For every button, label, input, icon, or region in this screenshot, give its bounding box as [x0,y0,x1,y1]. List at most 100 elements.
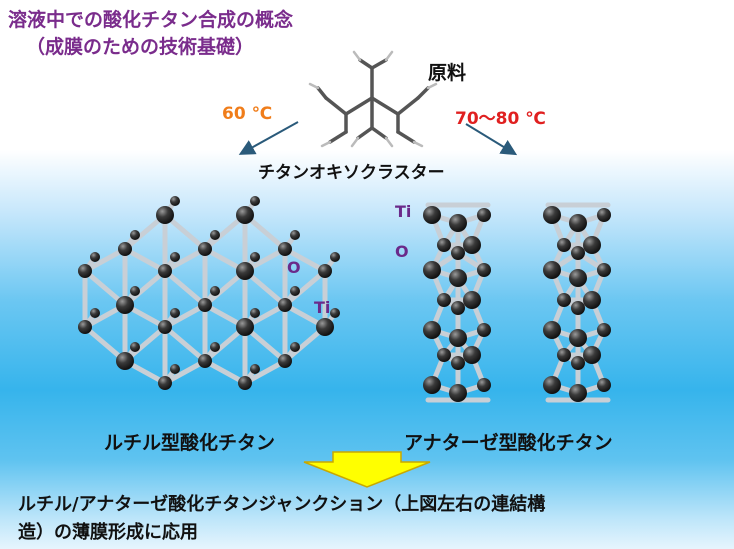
raw-material-hydrogens [308,50,438,148]
anatase-atoms [423,206,611,402]
atom [170,308,180,318]
atom [557,238,571,252]
atom [451,356,465,370]
atom [449,329,467,347]
atom [198,242,212,256]
atom [250,308,260,318]
atom [423,376,441,394]
bond [82,246,128,274]
atom [116,352,134,370]
atom [290,230,300,240]
atom [557,348,571,362]
atom [597,208,611,222]
atom [449,269,467,287]
atom [156,206,174,224]
bond [202,358,248,386]
atom [158,376,172,390]
atom [290,342,300,352]
bond [242,358,288,386]
rutile-name: ルチル型酸化チタン [104,432,276,454]
atom [130,286,140,296]
temperature-right: 70～80 ℃ [455,109,546,129]
atom [451,301,465,315]
atom [78,264,92,278]
atom [238,376,252,390]
atom [571,301,585,315]
bond [122,246,168,274]
atom [250,364,260,374]
atom [330,252,340,262]
atom [437,293,451,307]
atom [198,298,212,312]
atom [583,291,601,309]
atom [278,242,292,256]
atom [477,323,491,337]
atom [423,261,441,279]
atom [278,298,292,312]
atom [198,354,212,368]
atom [463,236,481,254]
atom [569,329,587,347]
bond [282,246,328,274]
atom [170,252,180,262]
conclusion-line-2: 造）の薄膜形成に応用 [18,522,198,543]
atom [90,308,100,318]
bond [162,302,208,330]
atom [158,264,172,278]
atom [477,208,491,222]
temperature-left: 60 ℃ [222,104,273,124]
atom [477,378,491,392]
atom [569,269,587,287]
atom [569,384,587,402]
atom [597,323,611,337]
atom [318,264,332,278]
atom [477,263,491,277]
atom [437,238,451,252]
atom [170,196,180,206]
atom [90,252,100,262]
raw-material-molecule [316,58,430,144]
atom [571,246,585,260]
atom [569,214,587,232]
rutile-o-label: O [287,258,301,277]
yellow-down-arrow [303,451,431,488]
anatase-name: アナターゼ型酸化チタン [404,432,613,454]
atom [236,318,254,336]
bond [162,268,208,308]
conclusion-line-1: ルチル/アナターゼ酸化チタンジャンクション（上図左右の連結構 [18,494,546,515]
raw-material-label: 原料 [428,62,467,84]
rutile-atoms [78,196,340,390]
cluster-label: チタンオキソクラスター [258,163,445,183]
anatase-o-label: O [395,242,409,261]
atom [170,364,180,374]
atom [210,286,220,296]
atom [583,236,601,254]
atom [597,378,611,392]
atom [118,242,132,256]
atom [210,230,220,240]
rutile-ti-label: Ti [314,298,331,317]
atom [543,206,561,224]
atom [250,252,260,262]
atom [463,346,481,364]
atom [330,308,340,318]
atom [437,348,451,362]
atom [449,384,467,402]
atom [78,320,92,334]
atom [236,206,254,224]
atom [557,293,571,307]
atom [316,318,334,336]
bond [162,246,208,274]
atom [423,321,441,339]
atom [290,286,300,296]
atom [130,342,140,352]
arrow-to-rutile [238,121,299,155]
atom [116,296,134,314]
atom [463,291,481,309]
atom [210,342,220,352]
arrow-to-anatase [465,123,518,156]
atom [543,376,561,394]
title-line-1: 溶液中での酸化チタン合成の概念 [8,9,294,31]
